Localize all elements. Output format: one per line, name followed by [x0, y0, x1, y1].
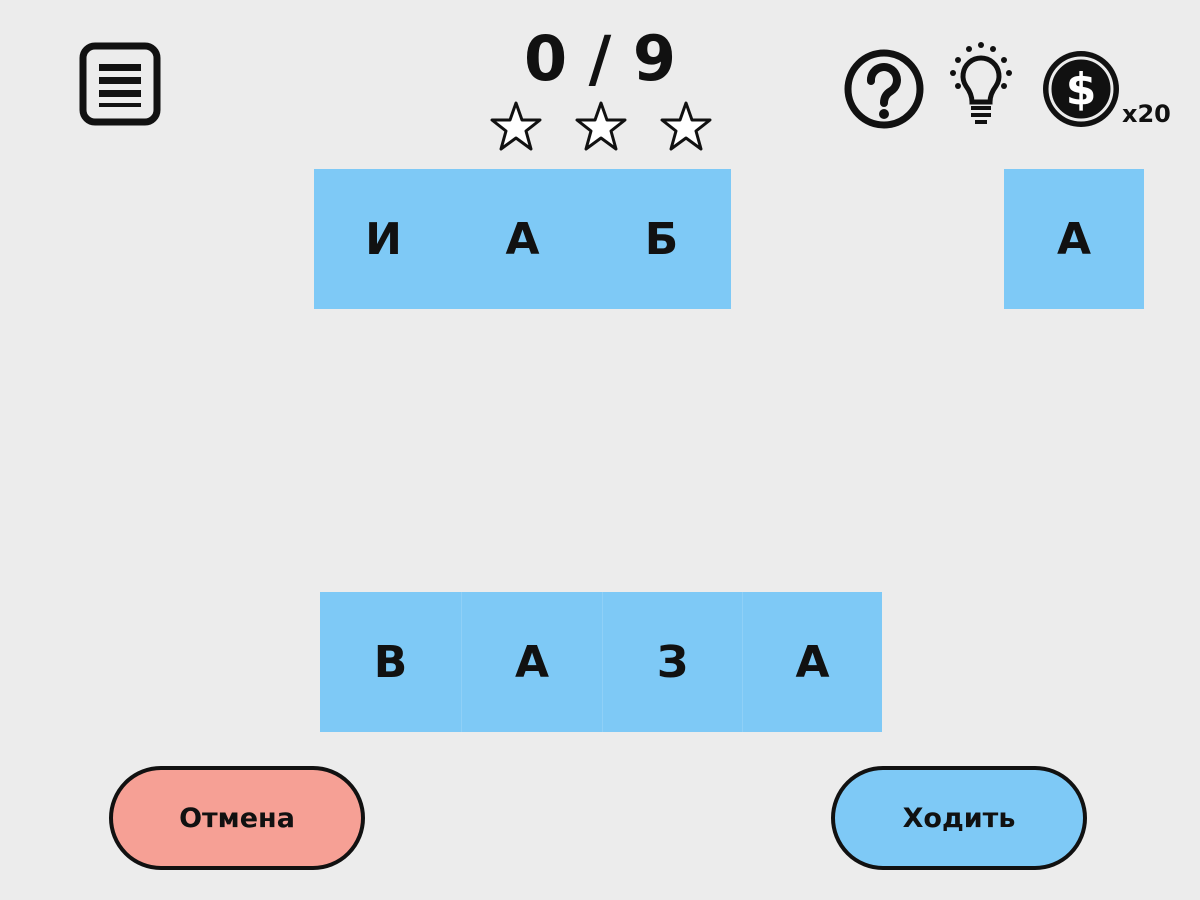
star-icon — [660, 101, 712, 151]
star-icon — [575, 101, 627, 151]
input-tile[interactable]: А — [461, 592, 602, 732]
input-tile[interactable]: В — [320, 592, 461, 732]
move-button[interactable]: Ходить — [831, 766, 1087, 870]
board-tile[interactable]: А — [1004, 169, 1144, 309]
star-icon — [490, 101, 542, 151]
board-tile[interactable]: Б — [592, 169, 731, 309]
input-tile[interactable]: З — [602, 592, 742, 732]
input-tile[interactable]: А — [742, 592, 882, 732]
svg-text:$: $ — [1066, 64, 1097, 115]
board-tile[interactable]: И — [314, 169, 453, 309]
board-tile[interactable]: А — [453, 169, 592, 309]
lightbulb-icon — [950, 42, 1012, 124]
score-counter: 0 / 9 — [523, 22, 677, 95]
dollar-coin-icon: $ — [1043, 51, 1119, 127]
cancel-button[interactable]: Отмена — [109, 766, 365, 870]
help-button[interactable] — [843, 48, 925, 130]
menu-button[interactable] — [79, 42, 161, 126]
menu-icon — [79, 42, 161, 126]
coins-button[interactable]: $ — [1040, 48, 1122, 130]
help-icon — [844, 49, 924, 129]
coin-count: x20 — [1122, 100, 1171, 128]
hint-button[interactable] — [948, 40, 1014, 130]
